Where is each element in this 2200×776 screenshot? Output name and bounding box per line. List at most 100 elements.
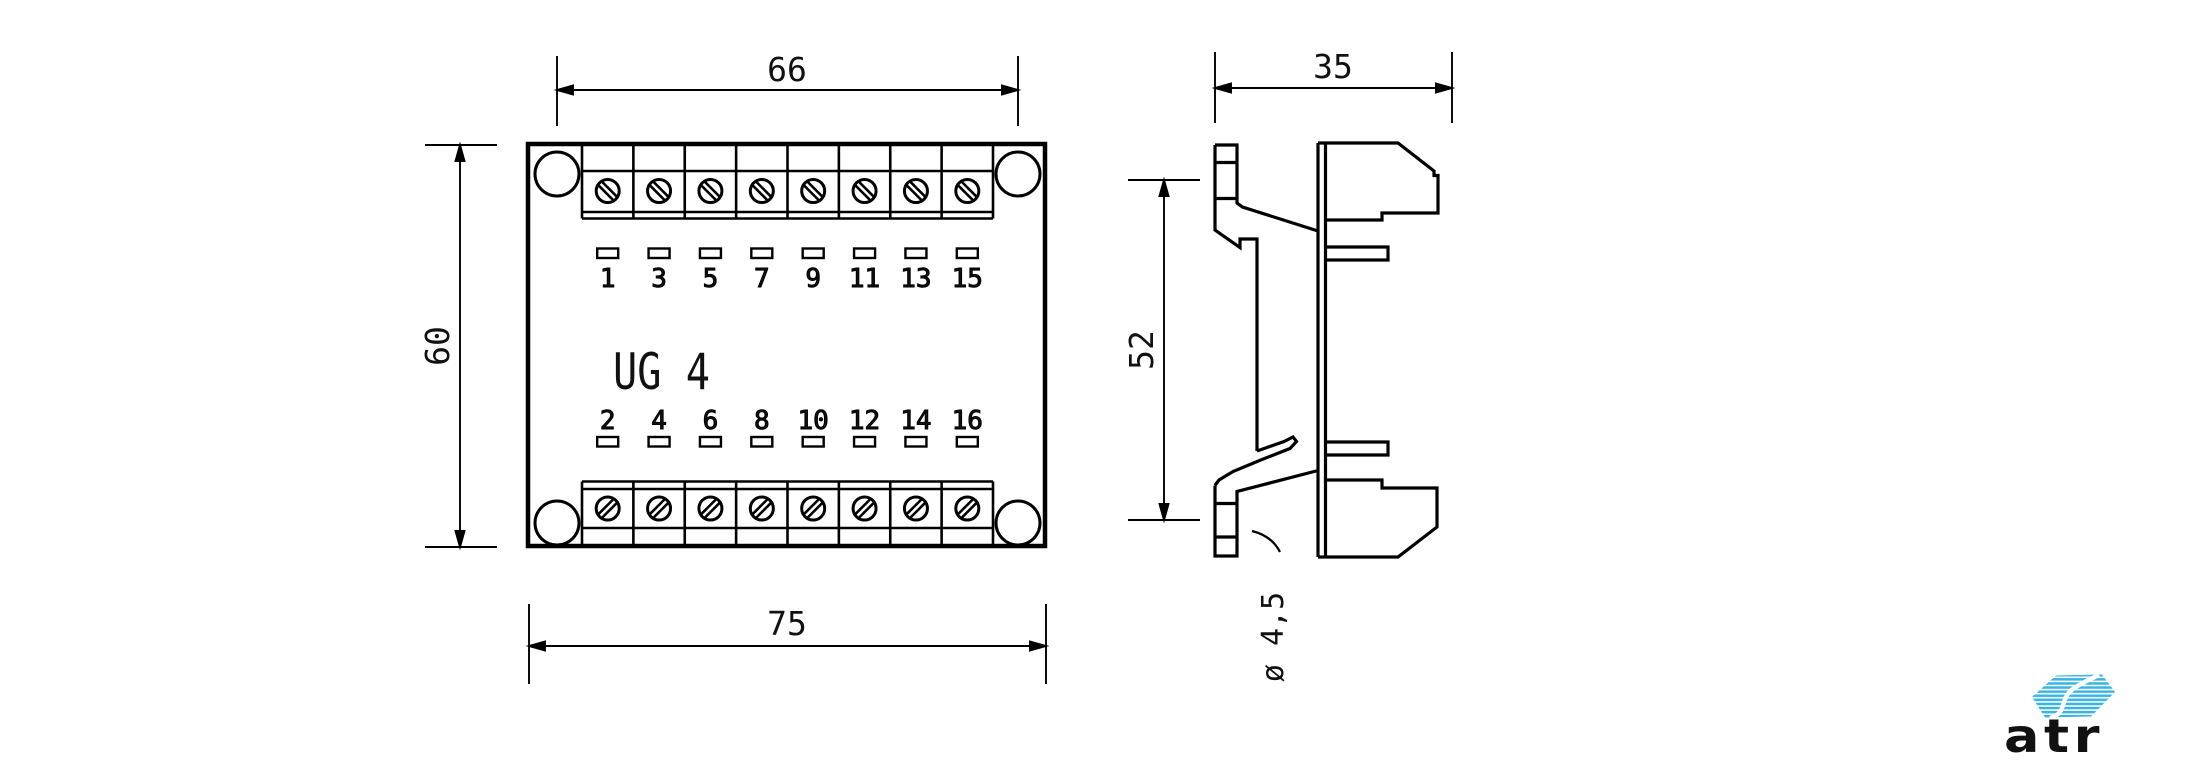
front-dimensions: 66 75 60 [418, 50, 1050, 684]
terminal-screw-bottom [697, 495, 724, 522]
arrowhead [1158, 503, 1170, 524]
din-rail-hook [1213, 143, 1319, 451]
led-window-top [595, 247, 620, 260]
screw-slot [909, 181, 926, 198]
screw-slot [751, 184, 769, 201]
arrowhead [1029, 640, 1050, 652]
terminal-number-bottom: 8 [754, 406, 770, 436]
terminal-screw-top [902, 178, 929, 204]
dim-text-60: 60 [418, 326, 457, 366]
logo-swoosh-icon [2049, 672, 2101, 721]
terminal-screw-bottom [954, 495, 981, 522]
terminal-number-top: 1 [600, 264, 616, 294]
led-window-top [647, 247, 671, 260]
terminal-screw-bottom [646, 495, 673, 522]
terminal-screw-bottom [851, 495, 878, 522]
led-window-top [955, 247, 980, 260]
side-terminal-block-bottom [1325, 478, 1439, 559]
module-type-label: UG 4 [613, 343, 710, 401]
screw-slot [597, 184, 615, 201]
screw-slot [854, 184, 871, 201]
dimension-hole-spacing: 66 [553, 50, 1022, 126]
terminal-screw-bottom [800, 495, 827, 522]
led-window-bottom [750, 435, 774, 448]
led-window-bottom [595, 435, 620, 448]
terminal-number-bottom: 2 [600, 406, 616, 436]
terminal-screw-top [851, 178, 878, 204]
dimension-depth: 35 [1211, 47, 1456, 123]
dim-text-35: 35 [1313, 47, 1353, 86]
arrowhead [1158, 176, 1170, 197]
terminal-number-top: 15 [952, 264, 983, 294]
terminal-number-bottom: 16 [952, 406, 983, 436]
din-rail-spring-clip [1213, 434, 1299, 487]
screw-slot [960, 502, 978, 519]
screw-slot [652, 502, 669, 519]
screw-slot [601, 181, 618, 198]
dimension-overall-width: 75 [525, 604, 1050, 684]
terminal-screw-top [748, 178, 775, 204]
terminal-number-bottom: 14 [900, 406, 931, 436]
terminal-screw-top [800, 178, 827, 204]
screw-slot [751, 498, 769, 515]
screw-slot [858, 181, 875, 198]
screw-slot [601, 502, 618, 519]
arrowhead [1001, 84, 1022, 96]
dim-text-75: 75 [767, 604, 807, 643]
screw-slot [806, 502, 824, 519]
side-mounting-plate [1316, 141, 1328, 559]
terminal-screw-bottom [902, 495, 929, 522]
arrowhead [1435, 82, 1456, 94]
screw-slot [652, 181, 669, 198]
led-window-bottom [801, 435, 825, 448]
logo-lens-icon [2032, 674, 2115, 718]
side-dimensions: 35 52 ø 4,5 [1122, 47, 1456, 682]
terminal-number-top: 5 [703, 264, 719, 294]
screw-slot [700, 184, 717, 201]
arrowhead [525, 640, 546, 652]
terminal-number-top: 13 [900, 264, 931, 294]
screw-slot [960, 181, 978, 198]
logo-wordmark: atr [2004, 709, 2104, 763]
screw-slot [906, 498, 923, 515]
led-window-top [750, 247, 774, 260]
terminal-screw-top [954, 178, 981, 204]
terminal-number-top: 7 [754, 264, 770, 294]
mounting-hole-top-right [994, 150, 1042, 198]
screw-slot [803, 184, 820, 201]
terminal-screw-top [697, 178, 724, 204]
hole-diameter-leader [1251, 529, 1281, 553]
dim-text-hole-diameter: ø 4,5 [1256, 592, 1291, 682]
terminal-number-bottom: 6 [703, 406, 719, 436]
side-tab-top [1325, 245, 1390, 262]
arrowhead [454, 530, 466, 551]
terminal-number-bottom: 4 [651, 406, 667, 436]
dim-text-66: 66 [767, 50, 807, 89]
terminal-screw-bottom [594, 495, 621, 522]
terminal-number-bottom: 10 [798, 406, 829, 436]
led-window-top [904, 247, 928, 260]
terminal-number-top: 11 [849, 264, 880, 294]
terminal-screw-bottom [748, 495, 775, 522]
arrowhead [553, 84, 574, 96]
screw-slot [704, 181, 721, 198]
arrowhead [1211, 82, 1232, 94]
screw-slot [806, 181, 824, 198]
screw-slot [755, 181, 772, 198]
atr-logo: atr [2004, 672, 2115, 763]
led-window-bottom [904, 435, 928, 448]
terminal-screw-top [646, 178, 673, 204]
screw-slot [906, 184, 923, 201]
screw-slot [649, 184, 666, 201]
led-window-bottom [698, 435, 723, 448]
dim-text-52: 52 [1122, 330, 1161, 370]
led-window-bottom [647, 435, 671, 448]
screw-slot [704, 502, 721, 519]
mounting-hole-bottom-right [994, 499, 1042, 547]
din-rail-foot [1213, 468, 1319, 558]
dimension-overall-height: 60 [418, 141, 497, 551]
